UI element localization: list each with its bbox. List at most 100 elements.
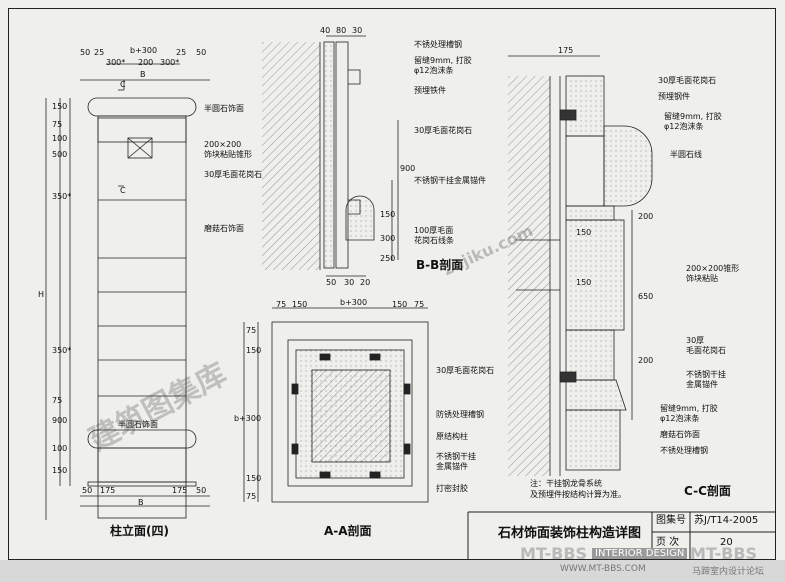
bb-dim-bottom-1: 50 <box>326 278 337 287</box>
elev-callout-2: 200×200 饰块粘贴锥形 <box>204 140 252 159</box>
aa-callout-3: 原结构柱 <box>436 432 468 441</box>
cc-callout-5: 200×200锥形 饰块粘贴 <box>686 264 740 283</box>
elev-dim-left-4: 500 <box>52 150 68 159</box>
elev-dim-bottom-3: 175 <box>172 486 188 495</box>
elev-subdim-2: 200 <box>138 58 154 67</box>
footer-bar: MT-BBS INTERIOR DESIGN WWW.MT-BBS.COM MT… <box>0 544 785 582</box>
cc-callout-6: 30厚 毛面花岗石 <box>686 336 726 355</box>
elev-dim-left-6: 350* <box>52 346 72 355</box>
bb-side-dim-4: 250 <box>380 254 396 263</box>
cc-callout-7: 不锈钢干挂 金属锚件 <box>686 370 726 389</box>
drawing-frame <box>8 8 776 560</box>
bb-side-dim-1: 900 <box>400 164 416 173</box>
aa-dim-top-3: b+300 <box>340 298 368 307</box>
bb-callout-1: 不锈处理槽钢 <box>414 40 462 49</box>
aa-dim-left-3: b+300 <box>234 414 262 423</box>
cc-dim-4: 650 <box>638 292 654 301</box>
footer-right-cn: 马蹄室内设计论坛 <box>692 567 765 577</box>
elev-width-label: B <box>140 70 146 79</box>
cc-callout-9: 磨菇石饰面 <box>660 430 700 439</box>
aa-dim-top-5: 75 <box>414 300 425 309</box>
elev-dim-bottom-4: 50 <box>196 486 207 495</box>
cc-dim-1: 150 <box>576 228 592 237</box>
aa-dim-top-4: 150 <box>392 300 408 309</box>
elev-callout-1: 半圆石饰面 <box>204 104 244 113</box>
bb-callout-2: 留缝9mm, 打胶 φ12泡沫条 <box>414 56 472 75</box>
bb-dim-top-3: 30 <box>352 26 363 35</box>
elev-dim-bottom-1: 50 <box>82 486 93 495</box>
cc-dim-2: 200 <box>638 212 654 221</box>
cc-callout-3: 留缝9mm, 打胶 φ12泡沫条 <box>664 112 722 131</box>
elev-section-mark-1: C <box>120 80 126 89</box>
elev-dim-left-9: 150 <box>52 466 68 475</box>
elev-height-label: H <box>38 290 45 299</box>
bb-dim-top-1: 40 <box>320 26 331 35</box>
bb-dim-bottom-3: 20 <box>360 278 371 287</box>
bb-dim-bottom-2: 30 <box>344 278 355 287</box>
column-elevation <box>45 63 210 520</box>
page-label: 页 次 <box>656 537 680 548</box>
cc-dim-top: 175 <box>558 46 574 55</box>
aa-callout-5: 打密封胶 <box>436 484 468 493</box>
elev-dim-left-7: 75 <box>52 396 63 405</box>
drawing-title: 石材饰面装饰柱构造详图 <box>498 526 642 541</box>
elev-dim-top-3: b+300 <box>130 46 158 55</box>
elev-dim-left-8: 100 <box>52 444 68 453</box>
elev-dim-top-1: 50 <box>80 48 91 57</box>
bb-callout-3: 预埋铁件 <box>414 86 446 95</box>
cc-callout-4: 半圆石线 <box>670 150 702 159</box>
bb-title: B-B剖面 <box>416 258 464 272</box>
elev-callout-5: 半圆石饰面 <box>118 420 158 429</box>
bb-callout-5: 不锈钢干挂金属锚件 <box>414 176 486 185</box>
bb-section <box>262 35 399 277</box>
aa-section <box>243 307 429 503</box>
cc-callout-8: 留缝9mm, 打胶 φ12泡沫条 <box>660 404 718 423</box>
cc-dim-3: 150 <box>576 278 592 287</box>
cc-callout-10: 不锈处理槽钢 <box>660 446 708 455</box>
aa-title: A-A剖面 <box>324 524 372 538</box>
footer-right-logo: MT-BBS <box>690 544 758 563</box>
elev-dim-top-2: 25 <box>94 48 105 57</box>
cc-callout-1: 30厚毛面花岗石 <box>658 76 717 85</box>
aa-callout-1: 30厚毛面花岗石 <box>436 366 495 375</box>
cc-callout-2: 预埋钢件 <box>658 92 690 101</box>
elev-dim-left-10: 900 <box>52 416 68 425</box>
atlas-label: 图集号 <box>656 515 686 526</box>
aa-dim-left-4: 150 <box>246 474 262 483</box>
elev-subdim-3: 300* <box>160 58 180 67</box>
elev-dim-bottom-2: 175 <box>100 486 116 495</box>
elev-dim-left-3: 100 <box>52 134 68 143</box>
cc-note: 注：干挂钢龙骨系统 及预埋件按结构计算为准。 <box>530 479 626 499</box>
footer-left-logo: MT-BBS <box>520 544 588 563</box>
aa-dim-left-1: 75 <box>246 326 257 335</box>
aa-dim-top-2: 150 <box>292 300 308 309</box>
footer-interior-design: INTERIOR DESIGN <box>592 548 688 559</box>
cc-dim-5: 200 <box>638 356 654 365</box>
bb-side-dim-2: 150 <box>380 210 396 219</box>
atlas-code: 苏J/T14-2005 <box>694 515 759 526</box>
bb-side-dim-3: 300 <box>380 234 396 243</box>
page-number: 20 <box>720 537 733 548</box>
aa-callout-2: 防锈处理槽钢 <box>436 410 484 419</box>
elev-dim-left-5: 350* <box>52 192 72 201</box>
bb-callout-4: 30厚毛面花岗石 <box>414 126 473 135</box>
elevation-title: 柱立面(四) <box>110 524 169 538</box>
elev-dim-left-2: 75 <box>52 120 63 129</box>
elev-dim-left-1: 150 <box>52 102 68 111</box>
aa-dim-top-1: 75 <box>276 300 287 309</box>
elev-callout-4: 磨菇石饰面 <box>204 224 244 233</box>
footer-url[interactable]: WWW.MT-BBS.COM <box>560 564 646 574</box>
aa-dim-left-2: 150 <box>246 346 262 355</box>
cc-title: C-C剖面 <box>684 484 731 498</box>
elev-callout-3: 30厚毛面花岗石 <box>204 170 263 179</box>
aa-dim-left-5: 75 <box>246 492 257 501</box>
elev-subdim-1: 300* <box>106 58 126 67</box>
cc-section <box>508 55 653 476</box>
elev-bottom-width-label: B <box>138 498 144 507</box>
bb-dim-top-2: 80 <box>336 26 347 35</box>
aa-callout-4: 不锈钢干挂 金属锚件 <box>436 452 476 471</box>
elev-dim-top-4: 25 <box>176 48 187 57</box>
elev-section-mark-2: C <box>120 186 126 195</box>
